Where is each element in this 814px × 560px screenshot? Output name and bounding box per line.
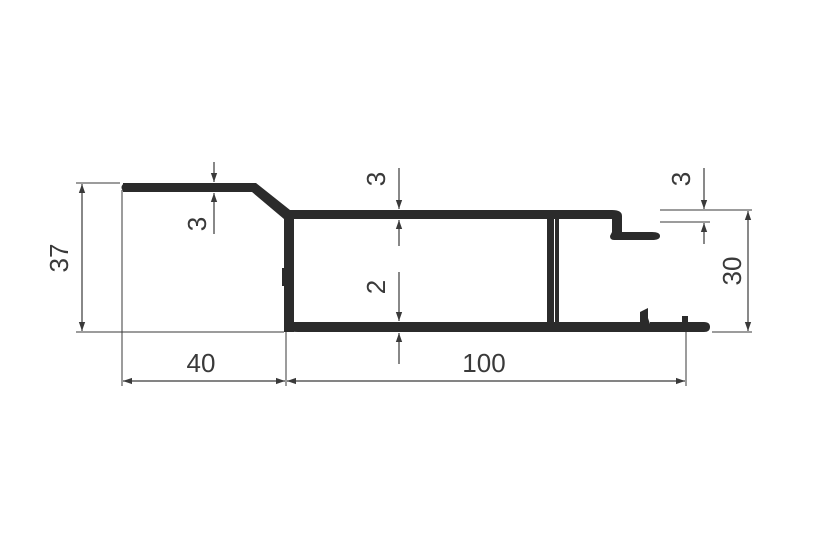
dim-frame-height: 30 (717, 211, 752, 331)
profile-bottom-wall (284, 318, 650, 332)
profile-bottom-hook (640, 308, 648, 322)
profile-left-wall (284, 210, 294, 332)
dim-lip-thickness-label: 3 (666, 172, 696, 186)
dim-lip-thickness: 3 (666, 168, 708, 244)
dim-flange-width: 40 (123, 348, 285, 385)
profile-top-clip (610, 216, 660, 240)
dim-frame-height-label: 30 (717, 257, 747, 286)
profile-top-wall (284, 210, 622, 219)
dim-flange-thickness-label: 3 (182, 217, 212, 231)
dim-total-height: 37 (44, 184, 86, 331)
dim-total-height-label: 37 (44, 244, 74, 273)
dim-frame-width: 100 (287, 348, 685, 385)
dim-frame-width-label: 100 (462, 348, 505, 378)
dim-top-wall-thickness: 3 (361, 168, 403, 246)
profile-bottom-lip (650, 316, 710, 332)
profile-flange (123, 183, 290, 219)
profile-wall-notch (282, 268, 285, 286)
profile-inner-wall-2 (555, 219, 559, 323)
profile-inner-wall (547, 219, 554, 323)
dim-flange-thickness: 3 (182, 162, 218, 234)
dim-inner-wall-thickness: 2 (361, 272, 403, 364)
aluminium-profile (121, 183, 710, 332)
dim-inner-wall-thickness-label: 2 (361, 280, 391, 294)
dim-top-wall-thickness-label: 3 (361, 172, 391, 186)
dim-flange-width-label: 40 (187, 348, 216, 378)
extension-lines (76, 182, 752, 386)
